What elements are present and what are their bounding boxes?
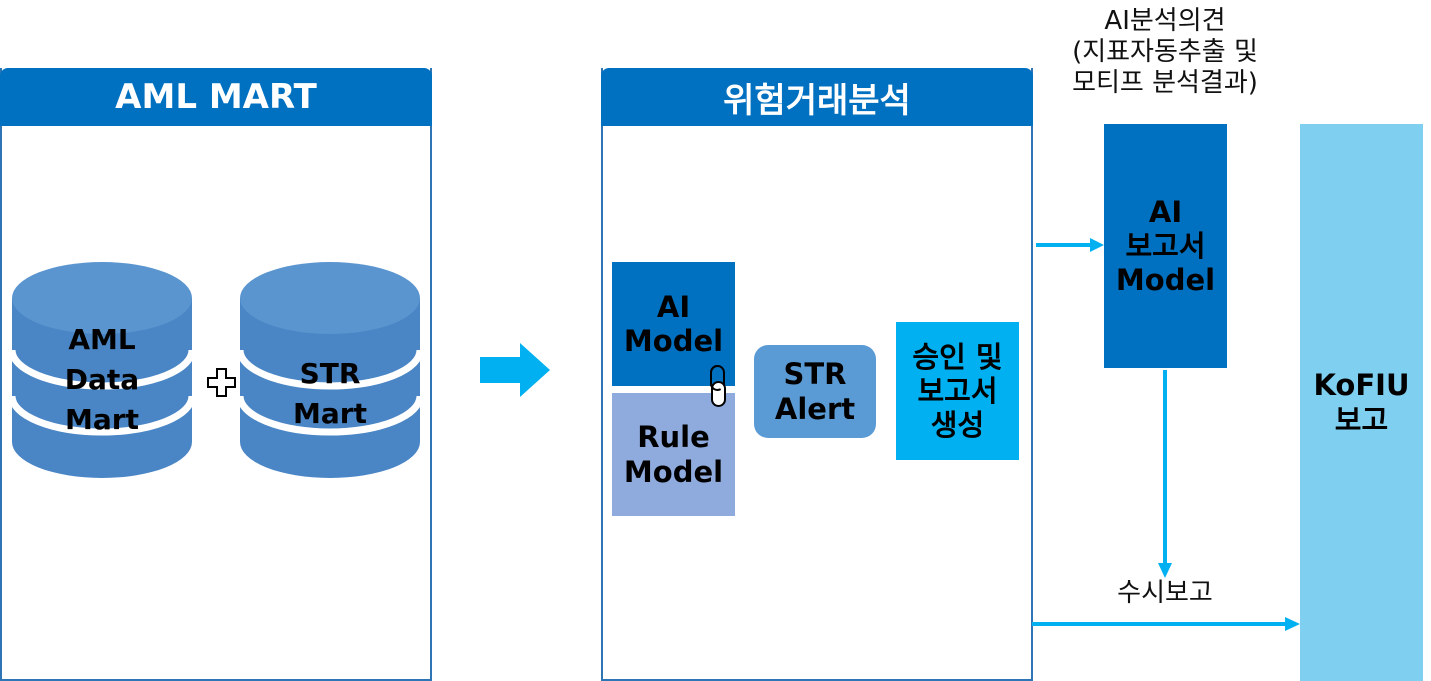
str-alert-box: STR Alert bbox=[754, 345, 876, 438]
ai-model-line-2: Model bbox=[623, 324, 724, 358]
ai-report-model-line-1: AI bbox=[1148, 194, 1183, 229]
ai-model-line-1: AI bbox=[656, 289, 691, 324]
connector-arrows bbox=[1032, 238, 1300, 631]
approval-line-3: 생성 bbox=[930, 408, 985, 443]
arrow-to-kofiu-icon bbox=[1032, 617, 1300, 631]
kofiu-report-box: KoFIU 보고 bbox=[1300, 124, 1423, 681]
risk-analysis-header: 위험거래분석 bbox=[601, 68, 1033, 126]
flow-arrow-icon bbox=[480, 343, 550, 397]
ai-model-box: AI Model bbox=[612, 262, 735, 386]
str-alert-line-1: STR bbox=[783, 357, 847, 392]
risk-analysis-title: 위험거래분석 bbox=[723, 80, 911, 121]
aml-data-mart-line-3: Mart bbox=[65, 403, 139, 436]
ai-report-model-line-3: Model bbox=[1115, 263, 1216, 298]
aml-data-mart-line-2: Data bbox=[65, 363, 139, 396]
ad-hoc-report-label: 수시보고 bbox=[1117, 578, 1213, 608]
plus-icon bbox=[207, 368, 236, 397]
arrow-to-ai-report-icon bbox=[1036, 238, 1104, 252]
aml-mart-title: AML MART bbox=[115, 77, 317, 117]
aml-data-mart-line-1: AML bbox=[68, 323, 136, 356]
aml-mart-diagram: AML Data Mart STR Mart bbox=[8, 262, 424, 478]
ai-report-model-line-2: 보고서 bbox=[1125, 228, 1206, 263]
aml-data-mart-cylinder: AML Data Mart bbox=[8, 262, 196, 478]
str-alert-line-2: Alert bbox=[774, 391, 856, 426]
aml-mart-header: AML MART bbox=[0, 68, 432, 126]
ai-opinion-caption-line-3: 모티프 분석결과) bbox=[1072, 68, 1258, 99]
str-mart-cylinder: STR Mart bbox=[236, 262, 424, 478]
ai-opinion-caption-line-1: AI분석의견 bbox=[1104, 6, 1226, 36]
ai-report-model-box: AI 보고서 Model bbox=[1104, 124, 1227, 368]
ai-opinion-caption-line-2: (지표자동추출 및 bbox=[1072, 37, 1258, 68]
risk-analysis-panel bbox=[601, 68, 1033, 681]
rule-model-line-2: Model bbox=[623, 454, 724, 489]
str-mart-line-1: STR bbox=[300, 357, 361, 390]
kofiu-line-2: 보고 bbox=[1334, 402, 1389, 437]
rule-model-box: Rule Model bbox=[612, 393, 735, 516]
link-icon bbox=[710, 365, 726, 407]
arrow-down-icon bbox=[1158, 370, 1172, 578]
rule-model-line-1: Rule bbox=[637, 420, 710, 455]
approval-line-1: 승인 및 bbox=[912, 339, 1003, 374]
str-mart-line-2: Mart bbox=[293, 397, 367, 430]
ai-opinion-caption: AI분석의견 (지표자동추출 및 모티프 분석결과) bbox=[1040, 6, 1290, 100]
approval-box: 승인 및 보고서 생성 bbox=[896, 322, 1019, 460]
kofiu-line-1: KoFIU bbox=[1313, 368, 1410, 403]
approval-line-2: 보고서 bbox=[917, 373, 998, 408]
aml-mart-panel bbox=[0, 68, 432, 681]
